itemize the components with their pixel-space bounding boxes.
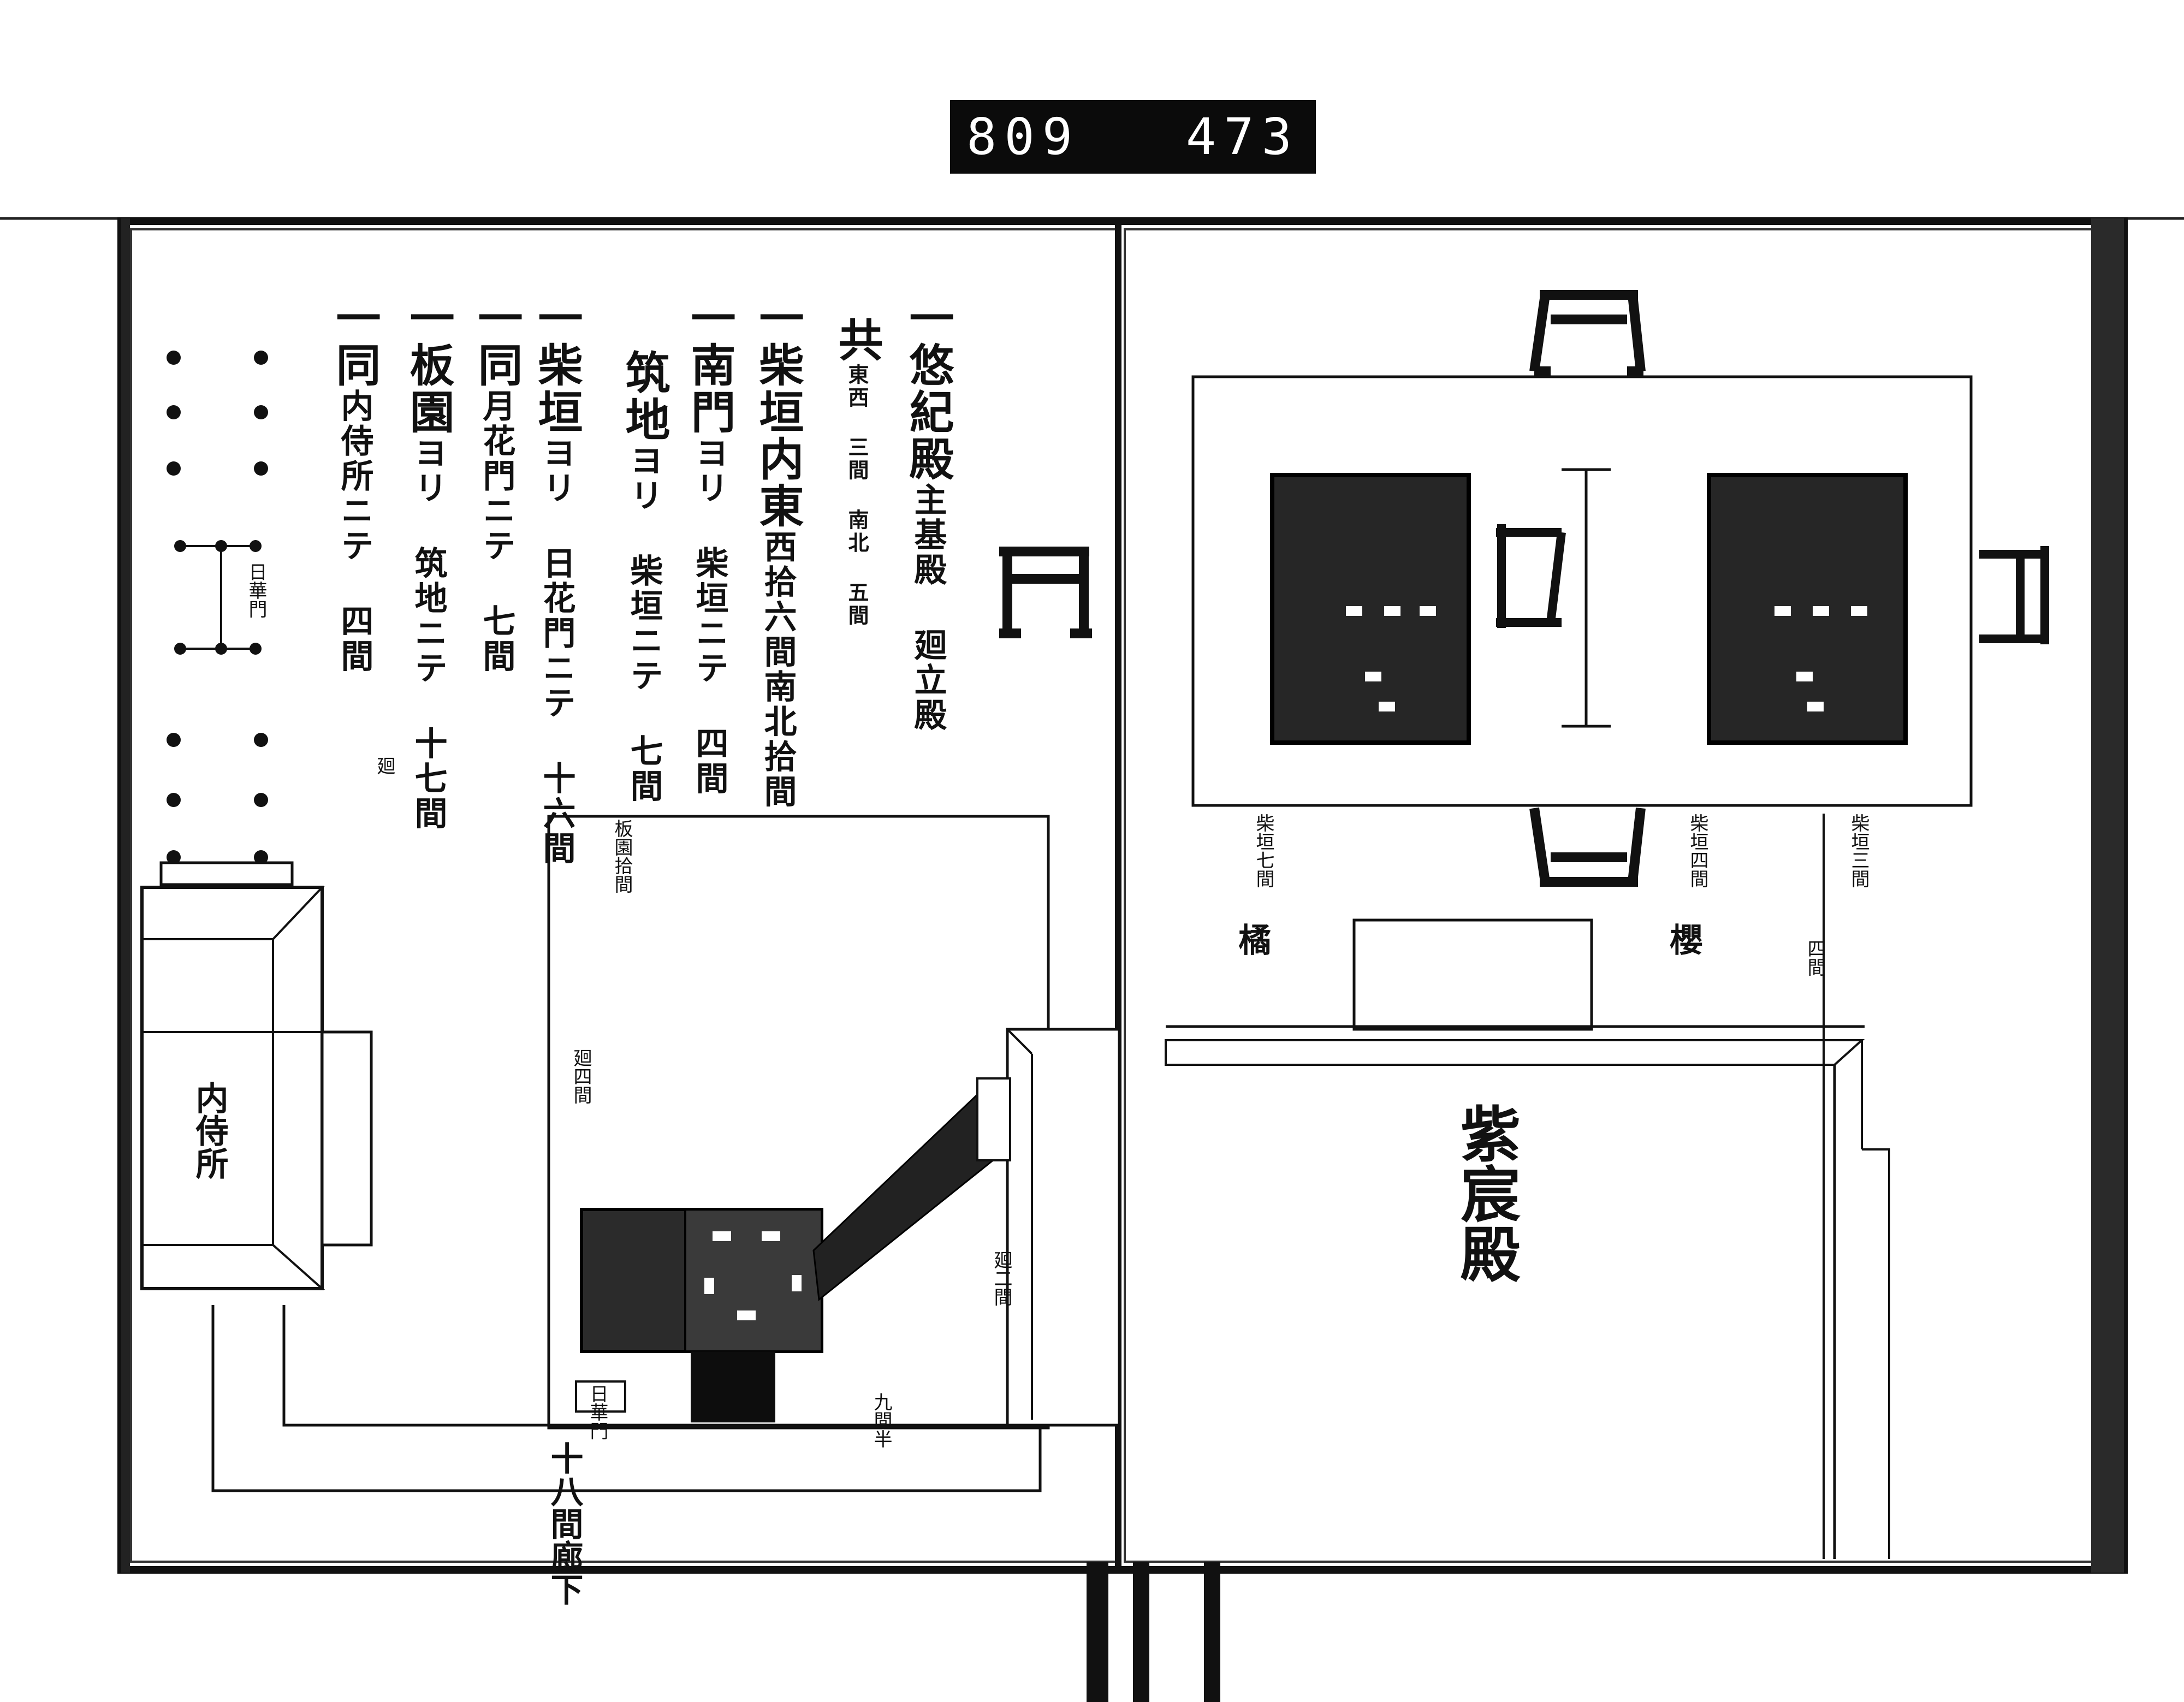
gate-label: 日華門 [245, 562, 267, 618]
kaiin-label: 廻 [373, 756, 395, 775]
list-item-4: 一南門ヨリ 柴垣ニテ 四間 [683, 295, 735, 796]
list-item-9: 一同内侍所ニテ 四間 [328, 295, 381, 674]
list-item-1: 一悠紀殿主基殿 廻立殿 [901, 295, 954, 733]
shibagaki-three-label: 柴垣三間 [1848, 814, 1870, 888]
side-measure-label: 四間 [1804, 939, 1826, 976]
gakaku-label: 日華門 [586, 1384, 608, 1440]
catalog-number-right: 473 [1185, 108, 1299, 166]
left-measure-label: 廻四間 [570, 1048, 592, 1104]
list-item-5: 筑地ヨリ 柴垣ニテ 七間 [618, 349, 670, 804]
list-item-8: 一板園ヨリ 筑地ニテ 十七間 [402, 295, 454, 831]
itagaki-ten-label: 板園拾間 [611, 819, 633, 893]
corridor-label: 十八間廊下 [545, 1442, 583, 1605]
list-item-6: 一柴垣ヨリ 日花門ニテ 十六間 [530, 295, 583, 866]
shibagaki-seven-label: 柴垣七間 [1253, 814, 1274, 888]
left-tree-label: 橘 [1233, 923, 1271, 956]
list-item-7: 一同月花門ニテ 七間 [470, 295, 523, 674]
catalog-number-box: 809 473 [950, 100, 1316, 174]
nine-ken-label: 九間半 [870, 1392, 892, 1448]
right-measure-label: 廻二間 [990, 1250, 1012, 1306]
right-tree-label: 櫻 [1664, 923, 1702, 956]
list-item-3: 一柴垣内東西拾六間南北拾間 [751, 295, 804, 809]
naishidokoro-label: 内侍所 [190, 1081, 228, 1179]
shishinden-label: 紫宸殿 [1450, 1103, 1521, 1283]
shibagaki-four-label: 柴垣四間 [1687, 814, 1708, 888]
catalog-number-left: 809 [966, 108, 1081, 166]
list-item-2: 共東西 三間 南北 五間 [830, 317, 883, 627]
